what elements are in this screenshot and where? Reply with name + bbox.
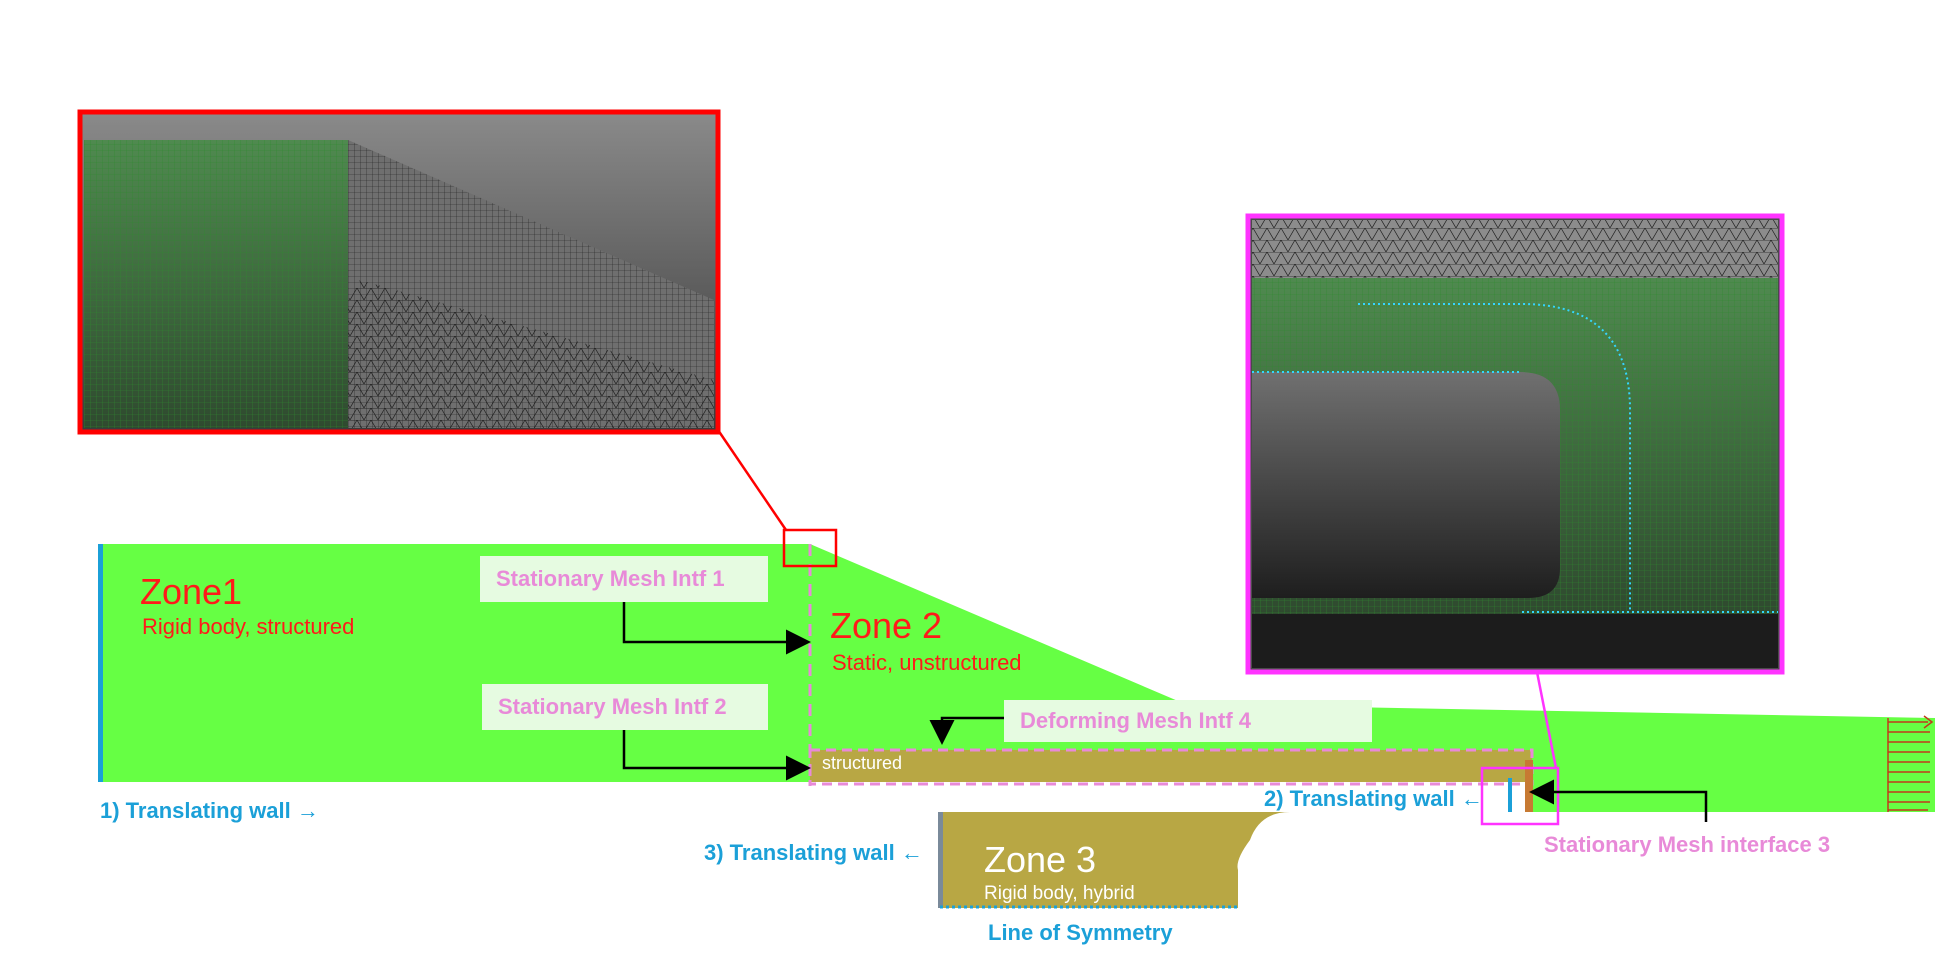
- arrow-intf2: [622, 730, 811, 781]
- intf2-label: Stationary Mesh Intf 2: [498, 694, 727, 719]
- zoom-marker-red: [782, 528, 838, 568]
- intf4-box: Deforming Mesh Intf 4: [1004, 700, 1372, 742]
- intf4-label: Deforming Mesh Intf 4: [1020, 708, 1252, 733]
- wall-3-line: [938, 812, 943, 908]
- arrow-intf1: [622, 602, 811, 655]
- symmetry-label: Line of Symmetry: [988, 920, 1173, 945]
- wall1-label: 1) Translating wall →: [100, 798, 319, 823]
- zone3-region: [940, 812, 1290, 908]
- zoom-inset-red: [77, 109, 721, 435]
- intf2-box: Stationary Mesh Intf 2: [482, 684, 768, 730]
- velocity-arrows-icon: [1887, 715, 1934, 812]
- wall-1-line: [98, 544, 103, 782]
- intf3-label: Stationary Mesh interface 3: [1544, 832, 1831, 857]
- zone2-subtitle: Static, unstructured: [832, 650, 1022, 675]
- zone2-title: Zone 2: [830, 605, 943, 646]
- zone1-title: Zone1: [140, 571, 243, 612]
- zoom-connector-red: [716, 429, 788, 531]
- wall3-label: 3) Translating wall ←: [704, 840, 923, 865]
- intf1-box: Stationary Mesh Intf 1: [480, 556, 768, 602]
- zone1-subtitle: Rigid body, structured: [142, 614, 355, 639]
- zone2-region: [810, 544, 1935, 812]
- arrow-intf4: [929, 716, 1004, 745]
- structured-label: structured: [822, 753, 903, 773]
- wall-2-line: [1508, 778, 1512, 812]
- zoom-connector-magenta: [1535, 671, 1558, 769]
- zoom-inset-magenta: [1245, 213, 1785, 675]
- zoom-marker-magenta: [1480, 766, 1560, 826]
- zone3-title: Zone 3: [984, 839, 1097, 880]
- wall2-label: 2) Translating wall ←: [1264, 786, 1483, 811]
- structured-strip: [810, 750, 1532, 782]
- zone3-subtitle: Rigid body, hybrid: [984, 883, 1135, 904]
- intf1-label: Stationary Mesh Intf 1: [496, 566, 725, 591]
- arrow-intf3: [1529, 779, 1708, 822]
